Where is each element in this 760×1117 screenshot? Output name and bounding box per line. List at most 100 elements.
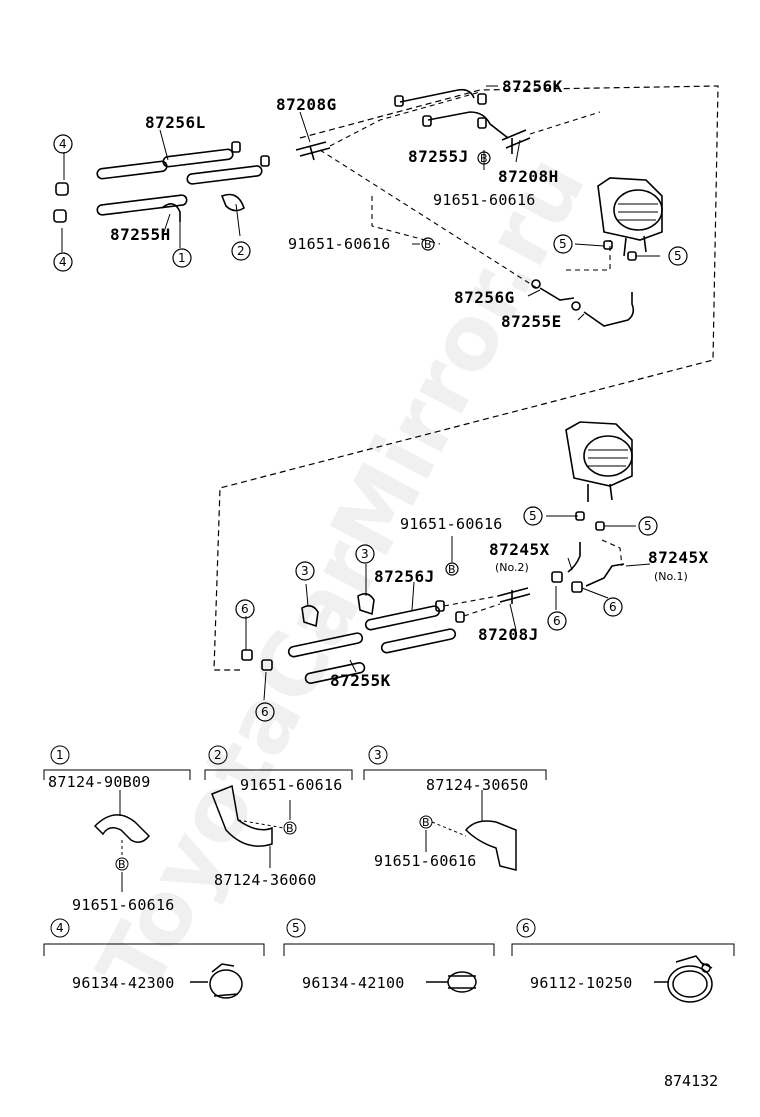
callout-6: 6 (261, 705, 269, 719)
callout-5: 5 (559, 237, 567, 251)
detail-3-part-a: 87124-30650 (426, 776, 529, 794)
detail-1-number: 1 (56, 748, 64, 762)
clamp-5 (595, 521, 605, 531)
bolt-mark: B (422, 816, 430, 829)
detail-4-clamp (190, 963, 243, 999)
label-87256K: 87256K (502, 77, 563, 96)
label-87208J: 87208J (478, 625, 539, 644)
detail-6-clamp (654, 955, 713, 1003)
bracket-3-left (301, 604, 319, 628)
note-no1: (No.1) (654, 570, 688, 583)
detail-legend (43, 745, 735, 1003)
connector (260, 155, 270, 167)
detail-2-part-a: 91651-60616 (240, 776, 343, 794)
clamp-5 (603, 240, 613, 250)
label-91651-mid: 91651-60616 (288, 235, 391, 253)
callout-6: 6 (553, 614, 561, 628)
label-87255J: 87255J (408, 147, 469, 166)
vsv-lower (565, 421, 633, 502)
connector (477, 117, 487, 129)
bolt-mark: B (480, 152, 488, 165)
callout-3: 3 (301, 564, 309, 578)
callout-5: 5 (529, 509, 537, 523)
connector (455, 611, 465, 623)
label-87245X-no1: 87245X (648, 548, 709, 567)
detail-2-number: 2 (214, 748, 222, 762)
clamp-6 (261, 659, 273, 671)
figure-number: 874132 (664, 1072, 718, 1090)
label-91651-top: 91651-60616 (433, 191, 536, 209)
detail-4-part: 96134-42300 (72, 974, 175, 992)
detail-3-number: 3 (374, 748, 382, 762)
connector (394, 95, 404, 107)
label-87256L: 87256L (145, 113, 206, 132)
part-labels: 87256L 87208G 87256K 87255J 87208H 91651… (110, 77, 709, 690)
hose-87245X-no2 (567, 542, 581, 573)
detail-5-clamp (426, 971, 477, 993)
detail-6-part: 96112-10250 (530, 974, 633, 992)
callout-6: 6 (241, 602, 249, 616)
connector (477, 93, 487, 105)
detail-2-part-b: 87124-36060 (214, 871, 317, 889)
detail-4-number: 4 (56, 921, 64, 935)
bolt-mark: B (424, 238, 432, 251)
hose-87255J (427, 111, 509, 139)
callout-4: 4 (59, 137, 67, 151)
hose-87256L (96, 148, 234, 180)
callout-4: 4 (59, 255, 67, 269)
bracket-1 (161, 203, 181, 222)
watermark-text: ToyotaCarMirror.ru (78, 140, 606, 1010)
callout-6: 6 (609, 600, 617, 614)
tjoint-87208G (295, 141, 331, 161)
bolt-mark: B (118, 858, 126, 871)
clamp-4-upper (55, 182, 69, 196)
label-87245X-no2: 87245X (489, 540, 550, 559)
hose-87256K (399, 88, 475, 103)
label-87256G: 87256G (454, 288, 515, 307)
clamp-6 (241, 649, 253, 661)
tjoint-87208J (497, 587, 531, 604)
detail-6-number: 6 (522, 921, 530, 935)
detail-legend-text: 1 2 3 4 5 6 B B B 87124-90B09 91651-6061… (48, 748, 633, 992)
detail-5-number: 5 (292, 921, 300, 935)
detail-1-part-b: 91651-60616 (72, 896, 175, 914)
label-87208G: 87208G (276, 95, 337, 114)
hose-87256G (539, 287, 575, 301)
callout-5: 5 (644, 519, 652, 533)
clamp-5 (627, 251, 637, 261)
detail-3-part-b: 91651-60616 (374, 852, 477, 870)
note-no2: (No.2) (495, 561, 529, 574)
detail-1-part-a: 87124-90B09 (48, 773, 151, 791)
label-87255H: 87255H (110, 225, 171, 244)
connector (231, 141, 241, 153)
detail-1-bracket (93, 814, 151, 843)
label-87255E: 87255E (501, 312, 562, 331)
callout-3: 3 (361, 547, 369, 561)
bolt-mark: B (286, 822, 294, 835)
bolt-mark: B (448, 563, 456, 576)
clamp-6 (551, 571, 563, 583)
hose-87245X-no1 (585, 563, 625, 587)
label-87208H: 87208H (498, 167, 559, 186)
bracket-3-right (357, 592, 375, 616)
hose-87256J (287, 605, 441, 658)
bracket-2 (220, 193, 245, 212)
hose-87255K (304, 628, 457, 684)
callout-2: 2 (237, 244, 245, 258)
bottom-assembly (241, 421, 633, 684)
connector (422, 115, 432, 127)
detail-2-bracket (211, 784, 273, 847)
leader-lines (61, 85, 660, 701)
bolt-marks: B B B (421, 151, 491, 576)
hose-87255H (96, 165, 263, 216)
top-assembly (53, 85, 719, 671)
detail-5-part: 96134-42100 (302, 974, 405, 992)
vsv-upper (597, 177, 663, 257)
detail-3-bracket (464, 820, 517, 871)
label-91651-low: 91651-60616 (400, 515, 503, 533)
label-87256J: 87256J (374, 567, 435, 586)
clamp-6 (571, 581, 583, 593)
label-87255K: 87255K (330, 671, 391, 690)
